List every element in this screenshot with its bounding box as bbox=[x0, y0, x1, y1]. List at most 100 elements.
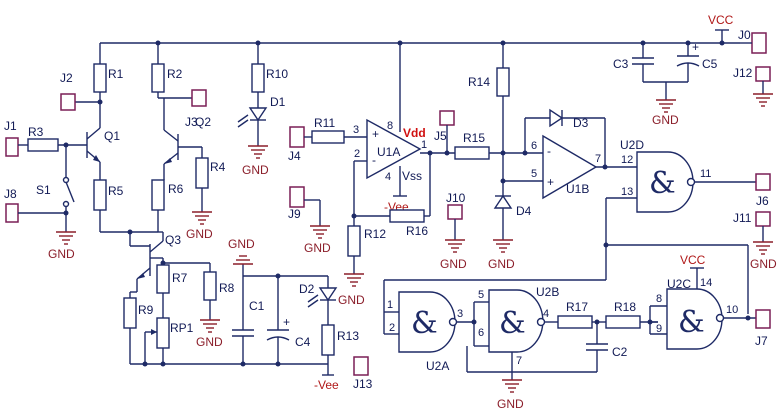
diode-d4 bbox=[493, 194, 513, 209]
resistor-r7-label: R7 bbox=[172, 271, 188, 285]
u1b-pin-7: 7 bbox=[595, 153, 601, 165]
resistor-r8 bbox=[203, 271, 217, 301]
connector-j1-label: J1 bbox=[4, 119, 17, 133]
connector-j0[interactable] bbox=[751, 32, 767, 54]
connector-j1[interactable] bbox=[5, 137, 19, 157]
connector-j4[interactable] bbox=[289, 126, 305, 148]
connector-j6[interactable] bbox=[755, 173, 771, 191]
connector-j2[interactable] bbox=[60, 93, 76, 111]
resistor-r6-label: R6 bbox=[168, 182, 184, 196]
ground-label: GND bbox=[186, 227, 213, 241]
u2d-pin-12: 12 bbox=[621, 154, 633, 166]
capacitor-c3 bbox=[632, 43, 688, 83]
resistor-r5 bbox=[93, 179, 107, 211]
u2a-pin-2: 2 bbox=[389, 322, 395, 334]
connector-j11-label: J11 bbox=[733, 211, 752, 225]
ground-label: GND bbox=[440, 257, 467, 271]
connector-j7[interactable] bbox=[755, 309, 771, 329]
ground-label: GND bbox=[652, 113, 679, 127]
gate-u2c-label: U2C bbox=[667, 277, 691, 291]
ground-label: GND bbox=[497, 397, 524, 411]
resistor-r3 bbox=[27, 138, 59, 152]
switch-s1[interactable] bbox=[62, 145, 75, 208]
resistor-r4-label: R4 bbox=[210, 160, 226, 174]
ground-label: GND bbox=[488, 257, 515, 271]
vcc2-label: VCC bbox=[680, 253, 706, 267]
u1a-pin-2: 2 bbox=[354, 148, 360, 160]
connector-j10-label: J10 bbox=[446, 191, 466, 205]
u2c-pin-9: 9 bbox=[656, 323, 662, 335]
u1b-minus: - bbox=[547, 144, 551, 158]
capacitor-c4 bbox=[266, 276, 290, 364]
u1b-plus: + bbox=[547, 175, 554, 189]
capacitor-c1 bbox=[232, 276, 254, 364]
u2d-pin-13: 13 bbox=[621, 186, 633, 198]
vcc-rail bbox=[100, 29, 740, 46]
capacitor-c2 bbox=[586, 322, 608, 372]
potentiometer-rp1-label: RP1 bbox=[170, 321, 194, 335]
diode-d3 bbox=[549, 108, 564, 128]
transistor-q1-label: Q1 bbox=[104, 129, 120, 143]
transistor-q3-label: Q3 bbox=[165, 233, 181, 247]
resistor-r16-label: R16 bbox=[406, 224, 428, 238]
ground-symbol bbox=[233, 255, 253, 265]
potentiometer-rp1[interactable] bbox=[156, 317, 170, 349]
opamp-u1a-label: U1A bbox=[377, 145, 400, 159]
u2b-pin-4: 4 bbox=[543, 308, 549, 320]
u1a-pin-4: 4 bbox=[385, 171, 391, 183]
connector-j0-label: J0 bbox=[738, 28, 751, 42]
resistor-r11-label: R11 bbox=[314, 116, 335, 130]
ground-symbol bbox=[656, 99, 676, 113]
resistor-r10 bbox=[251, 63, 265, 93]
connector-j8[interactable] bbox=[5, 203, 19, 223]
resistor-r14 bbox=[496, 67, 510, 97]
connector-j11[interactable] bbox=[755, 211, 771, 227]
u2a-pin-1: 1 bbox=[387, 299, 393, 311]
resistor-r18 bbox=[605, 315, 641, 329]
u2c-pin-14: 14 bbox=[700, 277, 712, 289]
connector-j10[interactable] bbox=[447, 204, 463, 220]
u1a-pin-1: 1 bbox=[421, 139, 427, 151]
transistor-q2-label: Q2 bbox=[195, 115, 211, 129]
capacitor-c4-label: C4 bbox=[295, 335, 311, 349]
diode-d4-label: D4 bbox=[516, 204, 532, 218]
ground-symbol bbox=[344, 273, 364, 287]
u2b-pin-7: 7 bbox=[516, 355, 522, 367]
connector-j3[interactable] bbox=[191, 89, 207, 107]
resistor-r3-label: R3 bbox=[28, 125, 44, 139]
resistor-r9 bbox=[123, 297, 137, 329]
switch-s1-label: S1 bbox=[36, 183, 51, 197]
connector-j8-label: J8 bbox=[4, 187, 17, 201]
opamp-u1b-label: U1B bbox=[566, 182, 589, 196]
resistor-r8-label: R8 bbox=[219, 281, 235, 295]
u1b-pin-6: 6 bbox=[531, 140, 537, 152]
resistor-r17 bbox=[557, 315, 593, 329]
gate-u2b-symbol: & bbox=[499, 306, 526, 341]
transistor-q3 bbox=[136, 232, 164, 280]
gate-u2b-label: U2B bbox=[536, 285, 559, 299]
resistor-r12-label: R12 bbox=[364, 227, 386, 241]
connector-j2-label: J2 bbox=[60, 71, 73, 85]
led-d1-label: D1 bbox=[270, 95, 286, 109]
ground-symbol bbox=[56, 231, 76, 245]
connector-j9[interactable] bbox=[289, 186, 305, 208]
connector-j13[interactable] bbox=[353, 356, 369, 376]
resistor-r13 bbox=[321, 324, 335, 356]
u1a-minus: - bbox=[372, 153, 376, 167]
connector-j5[interactable] bbox=[439, 110, 455, 126]
gate-u2a-symbol: & bbox=[411, 306, 438, 341]
resistor-r10-label: R10 bbox=[266, 67, 288, 81]
connector-j3-label: J3 bbox=[185, 115, 198, 129]
connector-j12-label: J12 bbox=[733, 66, 753, 80]
resistor-r2-label: R2 bbox=[167, 67, 183, 81]
resistor-r7 bbox=[156, 264, 170, 294]
ground-label: GND bbox=[196, 335, 223, 349]
u2a-pin-3: 3 bbox=[457, 308, 463, 320]
resistor-r4 bbox=[195, 157, 209, 189]
ground-label: GND bbox=[228, 237, 255, 251]
led-d2-label: D2 bbox=[299, 282, 315, 296]
led-d1 bbox=[237, 107, 268, 128]
resistor-r9-label: R9 bbox=[138, 303, 154, 317]
resistor-r15-label: R15 bbox=[463, 131, 485, 145]
connector-j12[interactable] bbox=[755, 66, 771, 82]
